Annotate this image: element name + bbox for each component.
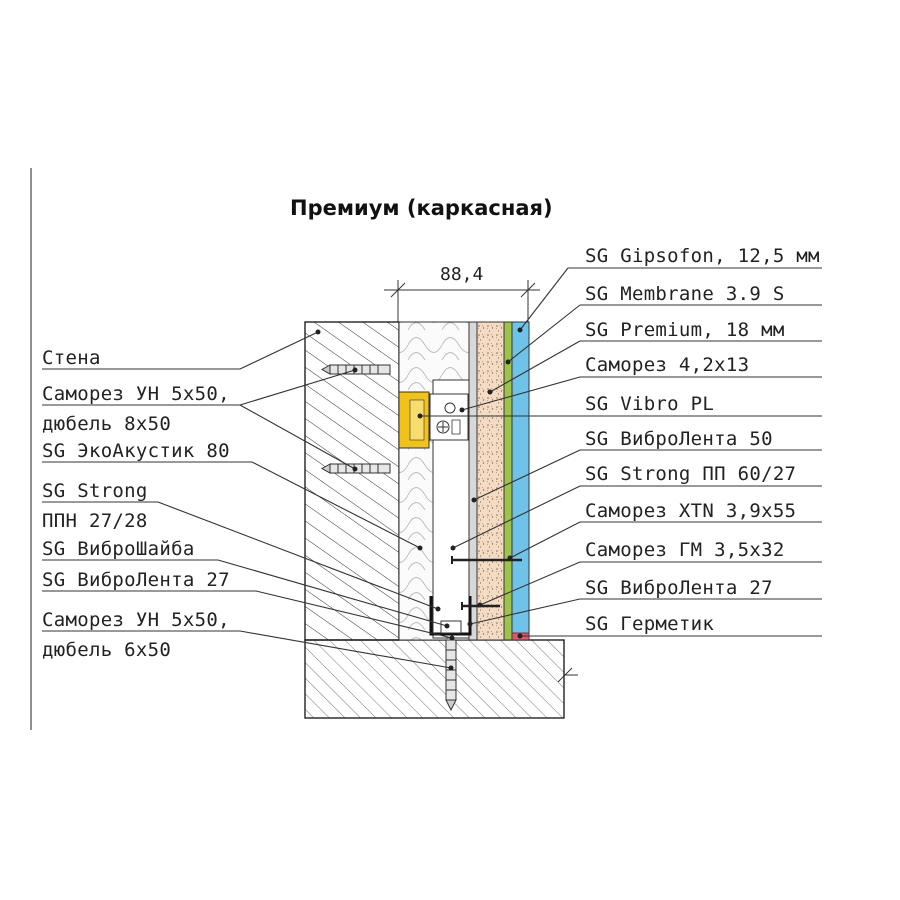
vibro-pl-bracket [398,391,469,449]
label-dowel-8: дюбель 8х50 [42,413,171,435]
floor-slab [304,639,578,719]
label-screw-un-6: Саморез УН 5х50, [42,609,230,631]
label-screw-xtn: Саморез XTN 3,9х55 [585,500,796,522]
profile-strip [468,321,478,641]
label-sealant: SG Герметик [585,613,714,635]
label-premium: SG Premium, 18 мм [585,319,785,341]
label-screw-un-8: Саморез УН 5х50, [42,383,230,405]
diagram-title: Премиум (каркасная) [290,196,553,220]
label-vibro-tape-50: SG ВиброЛента 50 [585,428,773,450]
label-wall: Стена [42,347,101,369]
label-screw-gm: Саморез ГМ 3,5х32 [585,539,785,561]
label-strong-ppn-1: SG Strong [42,480,148,502]
label-strong-ppn-2: ППН 27/28 [42,510,148,532]
label-ecoacoustic: SG ЭкоАкустик 80 [42,440,230,462]
wall-anchor-middle [320,463,391,474]
label-vibro-washer: SG ВиброШайба [42,538,195,560]
dimension-line: 88,4 [384,264,540,322]
label-vibro-tape-27-left: SG ВиброЛента 27 [42,569,230,591]
premium-board-layer [476,321,505,641]
label-membrane: SG Membrane 3.9 S [585,283,785,305]
label-vibro-pl: SG Vibro PL [585,393,714,415]
label-gipsofon: SG Gipsofon, 12,5 мм [585,245,820,267]
wall-anchor-top [320,364,391,375]
floor-anchor [445,639,457,712]
dimension-value: 88,4 [440,264,483,285]
label-screw-4-2: Саморез 4,2х13 [585,354,749,376]
label-strong-pp: SG Strong ПП 60/27 [585,463,796,485]
label-dowel-6: дюбель 6х50 [42,639,171,661]
label-vibro-tape-27-right: SG ВиброЛента 27 [585,577,773,599]
